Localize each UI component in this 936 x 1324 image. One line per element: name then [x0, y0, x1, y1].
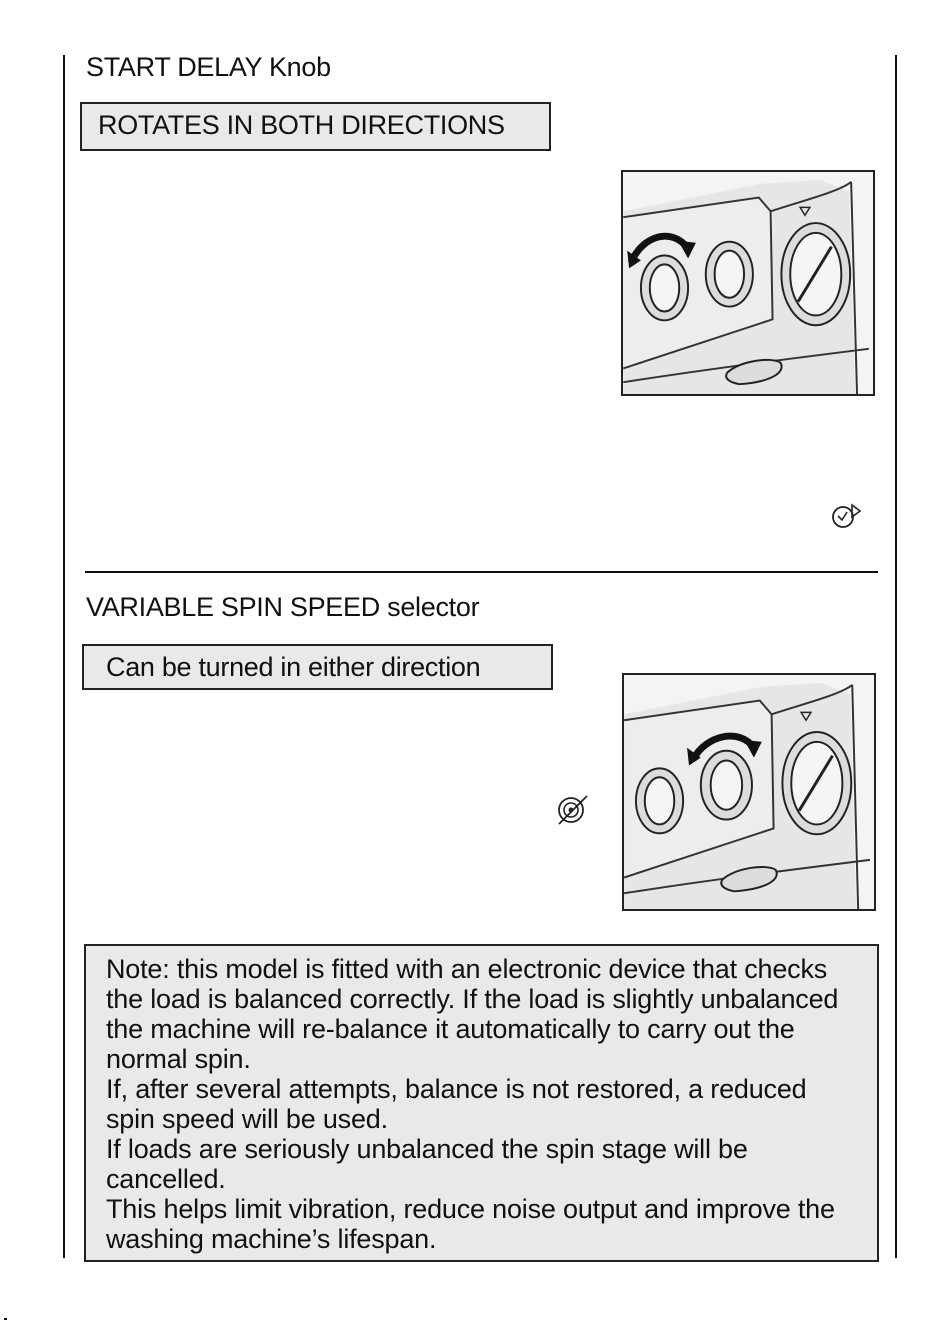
spin-speed-heading: VARIABLE SPIN SPEED selector	[86, 592, 480, 623]
note-paragraph: Note: this model is fitted with an elect…	[106, 954, 839, 1074]
spin-speed-knob-figure	[622, 673, 876, 911]
control-panel-illustration-2	[624, 675, 874, 909]
control-panel-illustration-1	[623, 172, 873, 394]
note-paragraph: This helps limit vibration, reduce noise…	[106, 1194, 835, 1254]
spin-speed-heading-main: VARIABLE SPIN SPEED	[86, 592, 380, 622]
left-margin-rule	[63, 55, 65, 1258]
right-margin-rule	[895, 55, 897, 1258]
balance-note-box: Note: this model is fitted with an elect…	[84, 944, 879, 1262]
note-paragraph: If, after several attempts, balance is n…	[106, 1074, 807, 1134]
section-divider	[85, 571, 878, 573]
spin-speed-label-box: Can be turned in either direction	[82, 644, 553, 690]
page-mark	[4, 1318, 7, 1320]
start-delay-label-box: ROTATES IN BOTH DIRECTIONS	[80, 102, 551, 151]
spin-speed-heading-suffix: selector	[379, 592, 480, 622]
start-delay-knob-figure	[621, 170, 875, 396]
spin-speed-icon	[556, 792, 590, 826]
start-delay-heading: START DELAY Knob	[86, 52, 331, 82]
start-delay-icon	[830, 502, 862, 530]
note-paragraph: If loads are seriously unbalanced the sp…	[106, 1134, 748, 1194]
